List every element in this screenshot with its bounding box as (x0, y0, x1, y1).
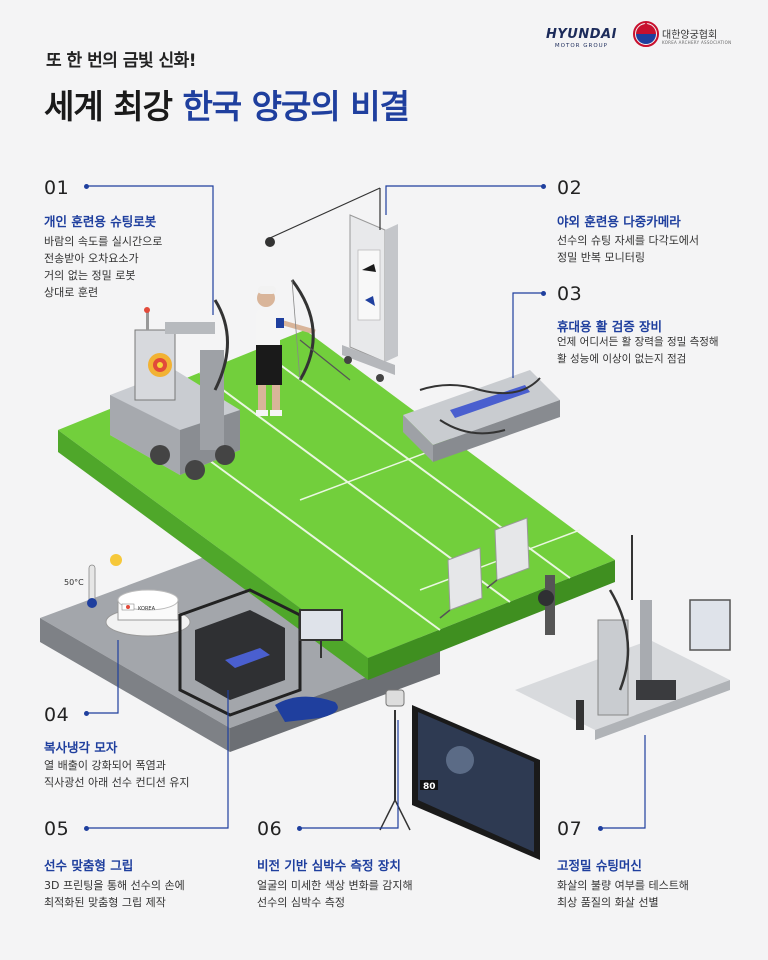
item-06-dot (297, 826, 302, 831)
item-05-desc-line: 최적화된 맞춤형 그립 제작 (44, 896, 166, 909)
item-02-number: 02 (557, 177, 583, 199)
item-05-title: 선수 맞춤형 그립 (44, 858, 134, 873)
archer-figure (256, 279, 351, 416)
item-02-desc: 선수의 슈팅 자세를 다각도에서 정밀 반복 모니터링 (557, 232, 699, 266)
item-03-desc-line: 활 성능에 이상이 없는지 점검 (557, 353, 687, 365)
item-03-dot (541, 291, 546, 296)
hyundai-subtext: MOTOR GROUP (554, 43, 608, 49)
item-03-desc-line: 언제 어디서든 활 장력을 정밀 측정해 (557, 336, 719, 348)
camera-stand (265, 187, 398, 382)
item-07-title: 고정밀 슈팅머신 (557, 858, 642, 873)
page-title: 세계 최강 한국 양궁의 비결 (44, 80, 410, 128)
item-01-desc-line: 바람의 속도를 실시간으로 (44, 235, 163, 248)
item-05-dot (84, 826, 89, 831)
item-07-desc-line: 화살의 불량 여부를 테스트해 (557, 879, 689, 892)
kaa-emblem-icon (633, 21, 659, 47)
title-part2: 한국 양궁의 비결 (182, 87, 409, 126)
item-01-number: 01 (44, 177, 70, 199)
monitor-bpm: 80 (423, 782, 436, 792)
item-04-title: 복사냉각 모자 (44, 740, 118, 755)
item-06-desc-line: 선수의 심박수 측정 (257, 896, 345, 909)
item-07-dot (598, 826, 603, 831)
kaa-name: 대한양궁협회 (662, 30, 718, 41)
page-subtitle: 또 한 번의 금빛 신화! (46, 51, 197, 71)
item-04-desc-line: 열 배출이 강화되어 폭염과 (44, 759, 166, 772)
bow-tester (403, 370, 560, 462)
kaa-english: KOREA ARCHERY ASSOCIATION (662, 40, 732, 45)
hat-label: KOREA (138, 606, 156, 612)
item-05-desc: 3D 프린팅을 통해 선수의 손에 최적화된 맞춤형 그립 제작 (44, 877, 185, 911)
item-07-desc: 화살의 불량 여부를 테스트해 최상 품질의 화살 선별 (557, 877, 689, 911)
title-part1: 세계 최강 (44, 87, 173, 126)
item-06-number: 06 (257, 818, 283, 840)
item-04-dot (84, 711, 89, 716)
item-05-number: 05 (44, 818, 70, 840)
item-04-number: 04 (44, 704, 70, 726)
cooling-hat: KOREA 50°C (64, 554, 191, 637)
item-03-desc: 언제 어디서든 활 장력을 정밀 측정해 활 성능에 이상이 없는지 점검 (557, 334, 719, 368)
item-02-desc-line: 정밀 반복 모니터링 (557, 251, 645, 264)
shooting-robot (110, 299, 240, 480)
heart-rate-monitor: 80 (379, 689, 540, 860)
item-04-desc-line: 직사광선 아래 선수 컨디션 유지 (44, 776, 190, 789)
item-02-title: 야외 훈련용 다중카메라 (557, 214, 681, 229)
item-06-title: 비전 기반 심박수 측정 장치 (257, 858, 401, 873)
item-06-desc: 얼굴의 미세한 색상 변화를 감지해 선수의 심박수 측정 (257, 877, 413, 911)
item-02-dot (541, 184, 546, 189)
item-07-desc-line: 최상 품질의 화살 선별 (557, 896, 659, 909)
hyundai-wordmark: HYUNDAI (546, 27, 617, 42)
item-01-desc-line: 상대로 훈련 (44, 286, 99, 299)
item-07-number: 07 (557, 818, 583, 840)
item-01-desc: 바람의 속도를 실시간으로 전송받아 오차요소가 거의 없는 정밀 로봇 상대로… (44, 233, 162, 301)
item-06-desc-line: 얼굴의 미세한 색상 변화를 감지해 (257, 879, 413, 892)
hyundai-logo: HYUNDAI MOTOR GROUP (546, 27, 617, 49)
item-03-number: 03 (557, 283, 583, 305)
kaa-logo: 대한양궁협회 KOREA ARCHERY ASSOCIATION (632, 20, 752, 52)
item-05-desc-line: 3D 프린팅을 통해 선수의 손에 (44, 879, 185, 892)
item-01-desc-line: 거의 없는 정밀 로봇 (44, 269, 136, 282)
shooting-machine (515, 535, 731, 740)
thermometer-label: 50°C (64, 578, 84, 587)
field-targets (439, 517, 530, 619)
item-01-dot (84, 184, 89, 189)
item-04-desc: 열 배출이 강화되어 폭염과 직사광선 아래 선수 컨디션 유지 (44, 757, 190, 791)
item-01-title: 개인 훈련용 슈팅로봇 (44, 214, 157, 229)
grip-station (178, 588, 343, 722)
item-02-desc-line: 선수의 슈팅 자세를 다각도에서 (557, 234, 700, 247)
item-01-desc-line: 전송받아 오차요소가 (44, 252, 139, 265)
item-03-title: 휴대용 활 검증 장비 (557, 319, 663, 334)
